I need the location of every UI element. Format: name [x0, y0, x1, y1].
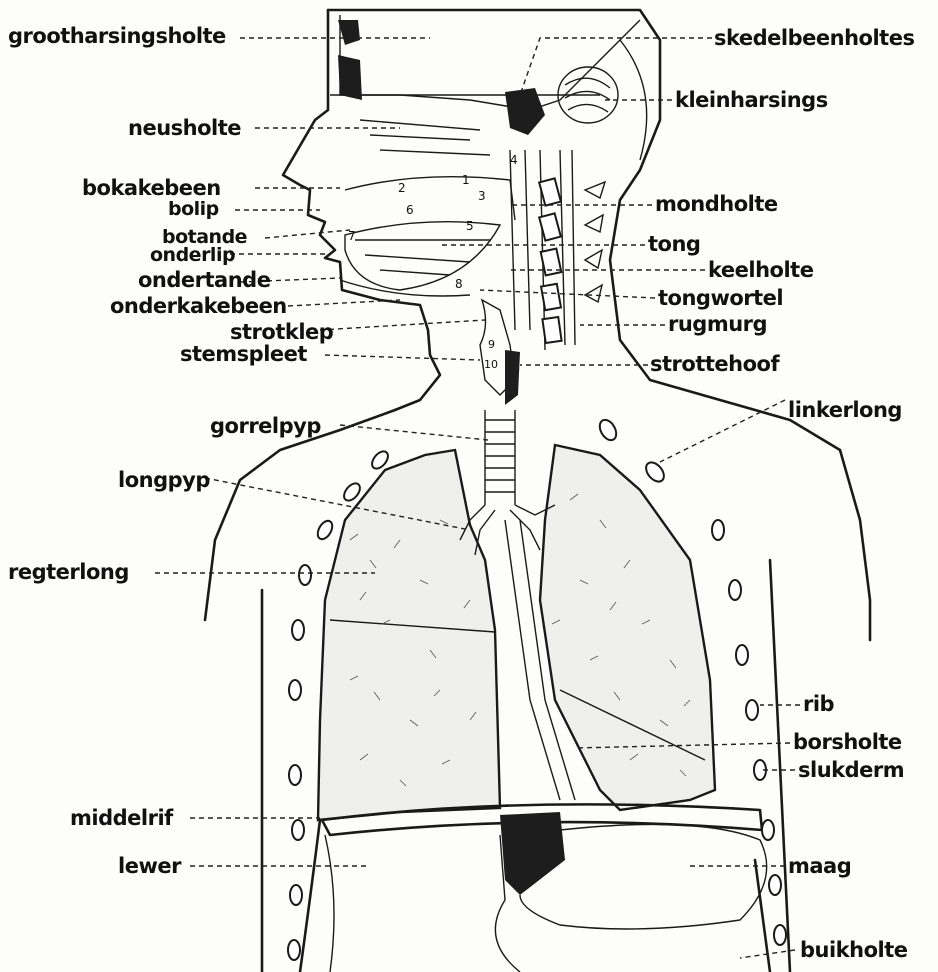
diagram-number-2: 2: [398, 181, 406, 195]
label-onderlip: onderlip: [150, 246, 235, 265]
label-skedelbeenholtes: skedelbeenholtes: [714, 28, 914, 49]
label-stemspleet: stemspleet: [180, 344, 307, 365]
label-longpyp: longpyp: [118, 470, 210, 491]
diagram-number-3: 3: [478, 189, 486, 203]
label-onderkakebeen: onderkakebeen: [110, 296, 287, 317]
label-buikholte: buikholte: [800, 940, 908, 961]
stomach: [500, 812, 767, 929]
label-borsholte: borsholte: [793, 732, 902, 753]
label-tongwortel: tongwortel: [658, 288, 783, 309]
label-grootharsingsholte: grootharsingsholte: [8, 26, 226, 47]
label-linkerlong: linkerlong: [788, 400, 902, 421]
label-regterlong: regterlong: [8, 562, 129, 583]
label-neusholte: neusholte: [128, 118, 241, 139]
label-middelrif: middelrif: [70, 808, 173, 829]
label-kleinharsings: kleinharsings: [675, 90, 828, 111]
label-slukderm: slukderm: [798, 760, 904, 781]
leader-lines: [155, 38, 800, 958]
label-strottehoof: strottehoof: [650, 354, 779, 375]
label-mondholte: mondholte: [655, 194, 778, 215]
label-gorrelpyp: gorrelpyp: [210, 416, 321, 437]
label-tong: tong: [648, 234, 700, 255]
vertebrae: [539, 178, 605, 343]
diagram-number-9: 9: [488, 338, 495, 351]
label-maag: maag: [788, 856, 851, 877]
label-strotklep: strotklep: [230, 322, 333, 343]
diagram-number-1: 1: [462, 173, 470, 187]
label-bolip: bolip: [168, 200, 219, 219]
label-rib: rib: [803, 694, 834, 715]
label-lewer: lewer: [118, 856, 181, 877]
label-bokakebeen: bokakebeen: [82, 178, 221, 199]
label-rugmurg: rugmurg: [668, 314, 767, 335]
diagram-number-5: 5: [466, 219, 474, 233]
diagram-number-7: 7: [348, 229, 356, 243]
diagram-number-4: 4: [510, 153, 518, 167]
label-ondertande: ondertande: [138, 270, 270, 291]
diagram-number-10: 10: [484, 358, 498, 371]
left-lung: [540, 445, 715, 810]
right-lung: [318, 450, 500, 820]
diagram-number-8: 8: [455, 277, 463, 291]
liver: [325, 835, 520, 972]
label-keelholte: keelholte: [708, 260, 813, 281]
diagram-number-6: 6: [406, 203, 414, 217]
